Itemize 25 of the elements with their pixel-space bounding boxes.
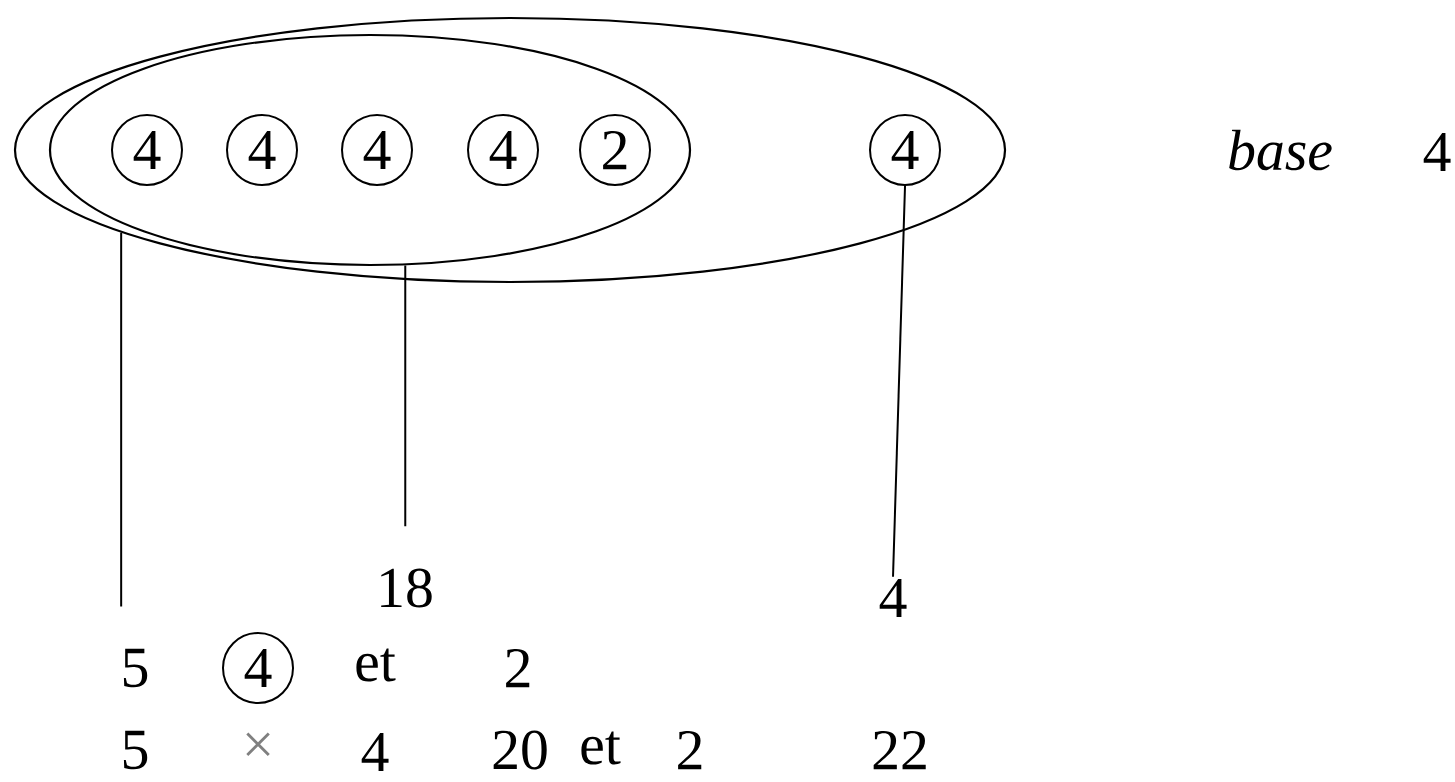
label-text: 4 — [1423, 133, 1451, 171]
label-text: 2 — [678, 730, 702, 770]
label-text: 22 — [873, 730, 926, 770]
label-text: 20 — [493, 730, 547, 770]
circled-number: 2 — [579, 114, 651, 186]
leader-line — [892, 185, 906, 578]
label-text: base — [1229, 129, 1332, 171]
label-text: 4 — [361, 733, 389, 772]
number: 18 — [381, 568, 432, 608]
circled-number: 4 — [222, 632, 294, 704]
label-text: 2 — [506, 648, 530, 688]
label-text: et — [356, 648, 396, 682]
ellipse — [13, 16, 1007, 284]
leader-line — [404, 264, 407, 528]
label-text: 5 — [123, 730, 148, 770]
circled-number: 4 — [111, 114, 183, 186]
number: 5 — [123, 648, 148, 688]
circled-number: 4 — [869, 114, 941, 186]
label-text: et — [581, 731, 621, 765]
number: 4 — [879, 579, 907, 617]
circled-number: 4 — [467, 114, 539, 186]
circled-number: 4 — [226, 114, 298, 186]
ellipse — [48, 33, 692, 267]
leader-line — [120, 231, 123, 608]
circled-number: 4 — [341, 114, 413, 186]
